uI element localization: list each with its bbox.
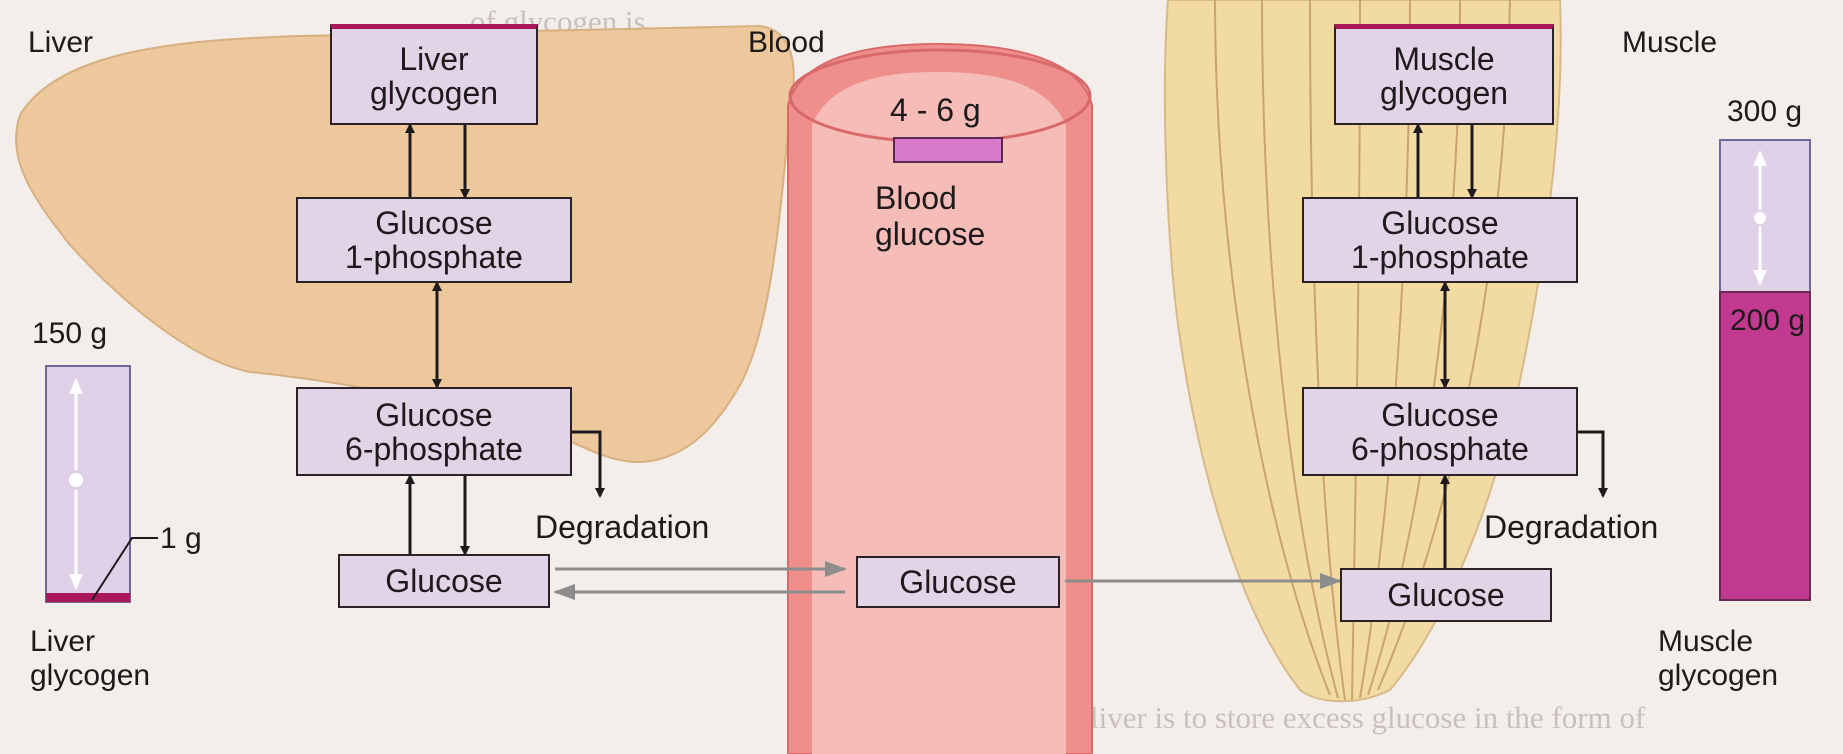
blood-glucose-box: Glucose (856, 556, 1060, 608)
muscle-glycogen-box: Muscle glycogen (1334, 24, 1554, 125)
muscle-degradation-label: Degradation (1484, 509, 1658, 545)
muscle-glucose-box: Glucose (1340, 568, 1552, 622)
liver-store-bar (46, 366, 130, 602)
liver-store-min (46, 593, 130, 602)
liver-g1p-box: Glucose 1-phosphate (296, 197, 572, 283)
blood-glucose-amount: 4 - 6 g (890, 92, 981, 128)
liver-glucose-box: Glucose (338, 554, 550, 608)
liver-store-caption: Liver glycogen (30, 625, 150, 693)
muscle-region-label: Muscle (1622, 26, 1717, 60)
liver-glycogen-box: Liver glycogen (330, 24, 538, 125)
liver-store-max-label: 150 g (32, 317, 107, 351)
liver-region-label: Liver (28, 26, 93, 60)
blood-region-label: Blood (748, 26, 825, 60)
liver-degradation-label: Degradation (535, 509, 709, 545)
liver-store-min-label: 1 g (160, 522, 202, 556)
muscle-store-min-label: 200 g (1730, 304, 1805, 338)
muscle-store-max-label: 300 g (1727, 95, 1802, 129)
blood-glucose-bar (894, 138, 1002, 162)
blood-vessel-inner (812, 72, 1066, 754)
liver-g6p-box: Glucose 6-phosphate (296, 387, 572, 476)
muscle-store-bar-bottom (1720, 292, 1810, 600)
muscle-g6p-box: Glucose 6-phosphate (1302, 387, 1578, 476)
muscle-g1p-box: Glucose 1-phosphate (1302, 197, 1578, 283)
blood-glucose-label: Blood glucose (875, 180, 985, 252)
muscle-store-caption: Muscle glycogen (1658, 625, 1778, 693)
